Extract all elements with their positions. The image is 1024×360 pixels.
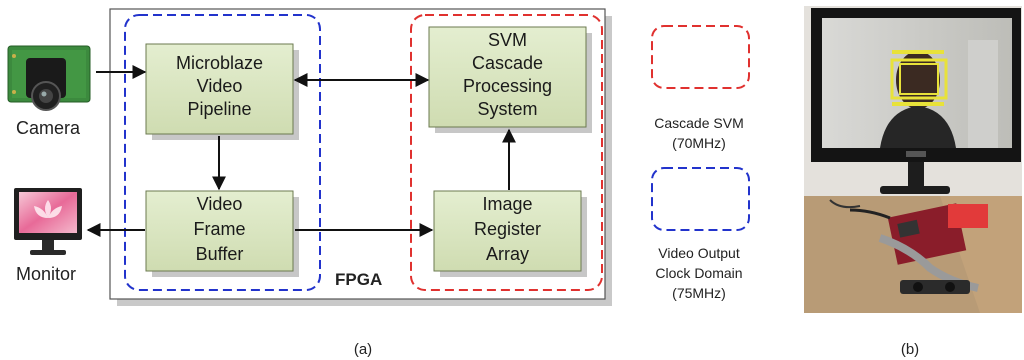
legend-video-swatch	[651, 167, 750, 231]
video-frame-buffer-block: Video Frame Buffer	[145, 190, 299, 277]
microblaze-video-pipeline-block: Microblaze Video Pipeline	[145, 43, 299, 140]
block-line: SVM	[488, 30, 527, 50]
caption-b: (b)	[901, 341, 919, 358]
block-line: Video	[197, 76, 243, 96]
block-line: Image	[482, 194, 532, 214]
legend-svm-freq: (70MHz)	[672, 135, 726, 151]
block-line: Frame	[193, 219, 245, 239]
camera-icon	[7, 45, 91, 111]
svm-clock-domain	[410, 14, 603, 291]
block-line: Array	[486, 244, 529, 264]
legend-video-domain: Clock Domain	[655, 265, 742, 281]
svm-cascade-processing-block: SVM Cascade Processing System	[428, 26, 592, 133]
camera-label: Camera	[16, 118, 81, 138]
block-line: Processing	[463, 76, 552, 96]
block-line: Cascade	[472, 53, 543, 73]
block-line: System	[477, 99, 537, 119]
block-line: Buffer	[196, 244, 244, 264]
video-clock-domain	[124, 14, 321, 291]
monitor-label: Monitor	[16, 264, 76, 284]
setup-photo	[804, 6, 1022, 313]
fpga-label: FPGA	[335, 270, 382, 289]
caption-a: (a)	[354, 341, 372, 358]
block-line: Pipeline	[187, 99, 251, 119]
legend-svm-swatch	[651, 25, 750, 89]
image-register-array-block: Image Register Array	[433, 190, 587, 277]
block-line: Video	[197, 194, 243, 214]
legend-video-label: Video Output	[658, 245, 740, 261]
legend-svm-label: Cascade SVM	[654, 115, 743, 131]
block-line: Register	[474, 219, 541, 239]
legend-video-freq: (75MHz)	[672, 285, 726, 301]
monitor-icon	[14, 188, 82, 255]
block-line: Microblaze	[176, 53, 263, 73]
